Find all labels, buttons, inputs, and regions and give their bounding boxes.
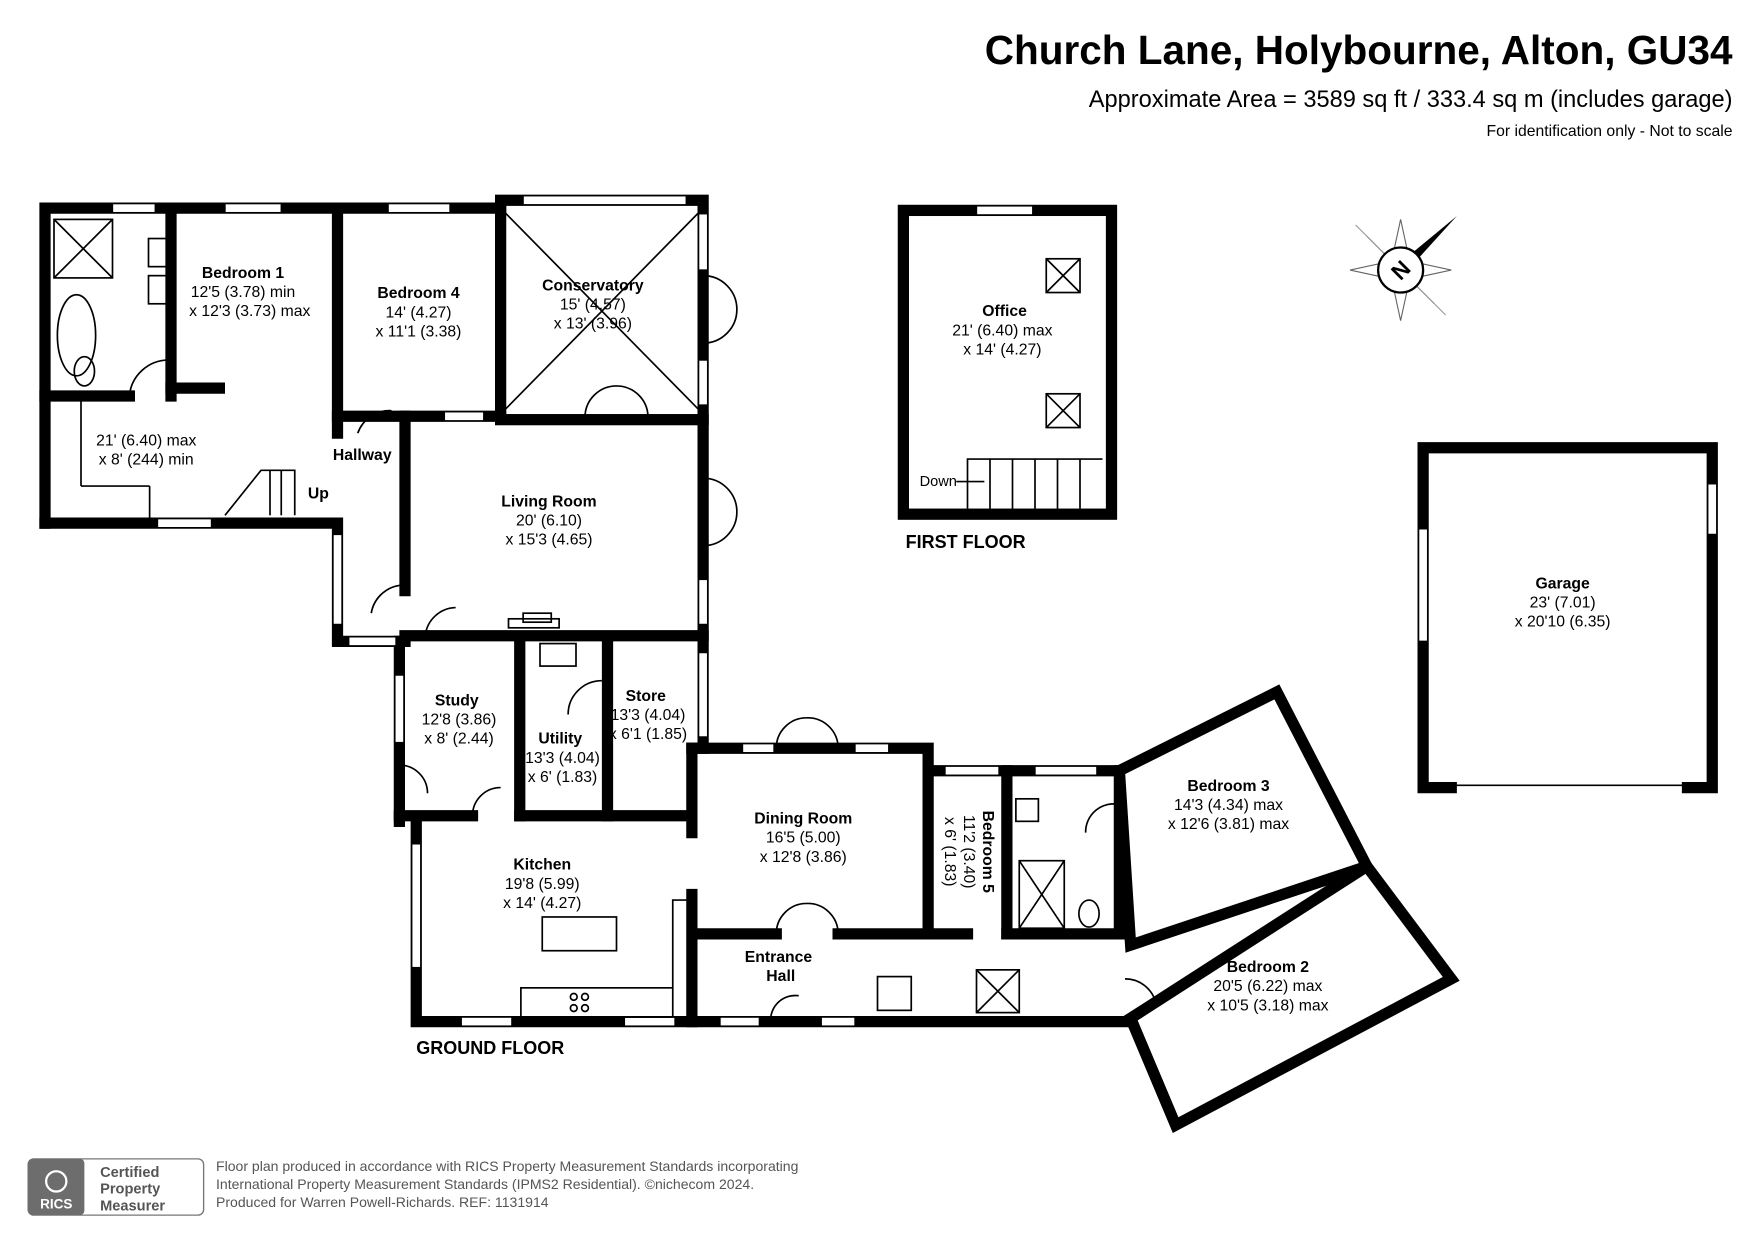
- svg-text:x 8' (2.44): x 8' (2.44): [424, 731, 494, 748]
- svg-text:14' (4.27): 14' (4.27): [385, 304, 451, 321]
- windows: [111, 195, 1098, 1027]
- footer-line-1: Floor plan produced in accordance with R…: [216, 1158, 798, 1174]
- svg-text:x 12'6 (3.81) max: x 12'6 (3.81) max: [1168, 816, 1289, 833]
- svg-text:x 6' (1.83): x 6' (1.83): [528, 769, 598, 786]
- room-bedroom-1: Bedroom 1 12'5 (3.78) min x 12'3 (3.73) ma…: [189, 265, 310, 320]
- ground-floor-label: GROUND FLOOR: [416, 1038, 564, 1058]
- svg-text:12'5 (3.78) min: 12'5 (3.78) min: [191, 284, 296, 301]
- room-store: Store 13'3 (4.04) x 6'1 (1.85): [609, 688, 687, 743]
- svg-text:21' (6.40) max: 21' (6.40) max: [96, 433, 196, 450]
- compass-icon: N: [1349, 216, 1457, 321]
- svg-text:Dining Room: Dining Room: [754, 811, 852, 828]
- svg-text:x 12'8 (3.86): x 12'8 (3.86): [760, 849, 847, 866]
- svg-text:Office: Office: [982, 303, 1027, 320]
- footer-line-3: Produced for Warren Powell-Richards. REF…: [216, 1194, 549, 1210]
- svg-text:x 11'1 (3.38): x 11'1 (3.38): [376, 323, 462, 340]
- svg-text:Property: Property: [100, 1182, 161, 1198]
- room-hallway: Hallway: [333, 447, 392, 464]
- room-landing: 21' (6.40) max x 8' (244) min: [96, 433, 196, 469]
- svg-text:Bedroom 3: Bedroom 3: [1187, 778, 1270, 795]
- room-living-room: Living Room 20' (6.10) x 15'3 (4.65): [501, 493, 596, 548]
- svg-text:15' (4.57): 15' (4.57): [560, 296, 626, 313]
- room-dining-room: Dining Room 16'5 (5.00) x 12'8 (3.86): [754, 811, 852, 866]
- svg-text:Bedroom 2: Bedroom 2: [1227, 959, 1310, 976]
- svg-text:Conservatory: Conservatory: [542, 277, 644, 294]
- room-bedroom-4: Bedroom 4 14' (4.27) x 11'1 (3.38): [376, 285, 462, 340]
- svg-text:16'5 (5.00): 16'5 (5.00): [766, 830, 841, 847]
- svg-text:Measurer: Measurer: [100, 1199, 165, 1215]
- svg-text:x 12'3 (3.73) max: x 12'3 (3.73) max: [189, 303, 310, 320]
- svg-text:x 13' (3.96): x 13' (3.96): [554, 316, 632, 333]
- fixtures: [53, 207, 1158, 1022]
- svg-text:x 14' (4.27): x 14' (4.27): [963, 341, 1041, 358]
- room-bedroom-2: Bedroom 2 20'5 (6.22) max x 10'5 (3.18) ma…: [1207, 959, 1328, 1014]
- disclaimer: For identification only - Not to scale: [1487, 123, 1733, 140]
- room-kitchen: Kitchen 19'8 (5.99) x 14' (4.27): [503, 857, 581, 912]
- svg-text:23' (7.01): 23' (7.01): [1530, 595, 1596, 612]
- first-floor-walls: [897, 204, 1118, 520]
- room-bedroom-3: Bedroom 3 14'3 (4.34) max x 12'6 (3.81) ma…: [1168, 778, 1289, 833]
- svg-text:19'8 (5.99): 19'8 (5.99): [505, 876, 580, 893]
- footer-line-2: International Property Measurement Stand…: [216, 1176, 754, 1192]
- svg-text:x 15'3 (4.65): x 15'3 (4.65): [505, 532, 592, 549]
- garage-walls: [1417, 442, 1718, 794]
- svg-text:x 10'5 (3.18) max: x 10'5 (3.18) max: [1207, 997, 1328, 1014]
- svg-text:Utility: Utility: [538, 731, 582, 748]
- svg-text:14'3 (4.34) max: 14'3 (4.34) max: [1174, 797, 1283, 814]
- stairs-down-label: Down: [920, 474, 957, 490]
- svg-text:Hall: Hall: [766, 968, 795, 985]
- stairs-up-label: Up: [308, 485, 329, 502]
- svg-text:Kitchen: Kitchen: [513, 857, 571, 874]
- first-floor-label: FIRST FLOOR: [906, 532, 1026, 552]
- svg-text:Study: Study: [435, 692, 479, 709]
- room-garage: Garage 23' (7.01) x 20'10 (6.35): [1515, 575, 1611, 630]
- svg-text:x 20'10 (6.35): x 20'10 (6.35): [1515, 614, 1611, 631]
- svg-text:13'3 (4.04): 13'3 (4.04): [525, 750, 600, 767]
- rics-badge: RICS Certified Property Measurer: [27, 1158, 205, 1216]
- svg-text:Living Room: Living Room: [501, 493, 596, 510]
- room-bedroom-5: Bedroom 511'2 (3.40)x 6' (1.83): [941, 811, 996, 894]
- svg-text:12'8 (3.86): 12'8 (3.86): [422, 712, 497, 729]
- room-office: Office 21' (6.40) max x 14' (4.27): [952, 303, 1052, 358]
- svg-text:Store: Store: [626, 688, 666, 705]
- room-utility: Utility 13'3 (4.04) x 6' (1.83): [525, 731, 600, 786]
- svg-text:Entrance: Entrance: [745, 949, 813, 966]
- svg-text:Bedroom 5: Bedroom 5: [979, 811, 996, 894]
- room-study: Study 12'8 (3.86) x 8' (2.44): [422, 692, 497, 747]
- room-conservatory: Conservatory 15' (4.57) x 13' (3.96): [542, 277, 644, 332]
- svg-text:x 6' (1.83): x 6' (1.83): [941, 817, 958, 887]
- svg-text:Bedroom 4: Bedroom 4: [377, 285, 460, 302]
- property-title: Church Lane, Holybourne, Alton, GU34: [985, 27, 1733, 73]
- svg-text:Garage: Garage: [1535, 575, 1590, 592]
- svg-text:13'3 (4.04): 13'3 (4.04): [611, 707, 686, 724]
- svg-text:20'5 (6.22) max: 20'5 (6.22) max: [1213, 978, 1322, 995]
- svg-text:x 8' (244) min: x 8' (244) min: [99, 452, 194, 469]
- svg-text:21' (6.40) max: 21' (6.40) max: [952, 322, 1052, 339]
- svg-text:11'2 (3.40): 11'2 (3.40): [960, 815, 977, 889]
- svg-text:Bedroom 1: Bedroom 1: [202, 265, 285, 282]
- approximate-area: Approximate Area = 3589 sq ft / 333.4 sq…: [1089, 87, 1733, 113]
- svg-text:Certified: Certified: [100, 1165, 159, 1181]
- svg-text:x 6'1 (1.85): x 6'1 (1.85): [609, 726, 687, 743]
- svg-text:RICS: RICS: [40, 1196, 72, 1211]
- svg-text:x 14' (4.27): x 14' (4.27): [503, 895, 581, 912]
- svg-text:20' (6.10): 20' (6.10): [516, 512, 582, 529]
